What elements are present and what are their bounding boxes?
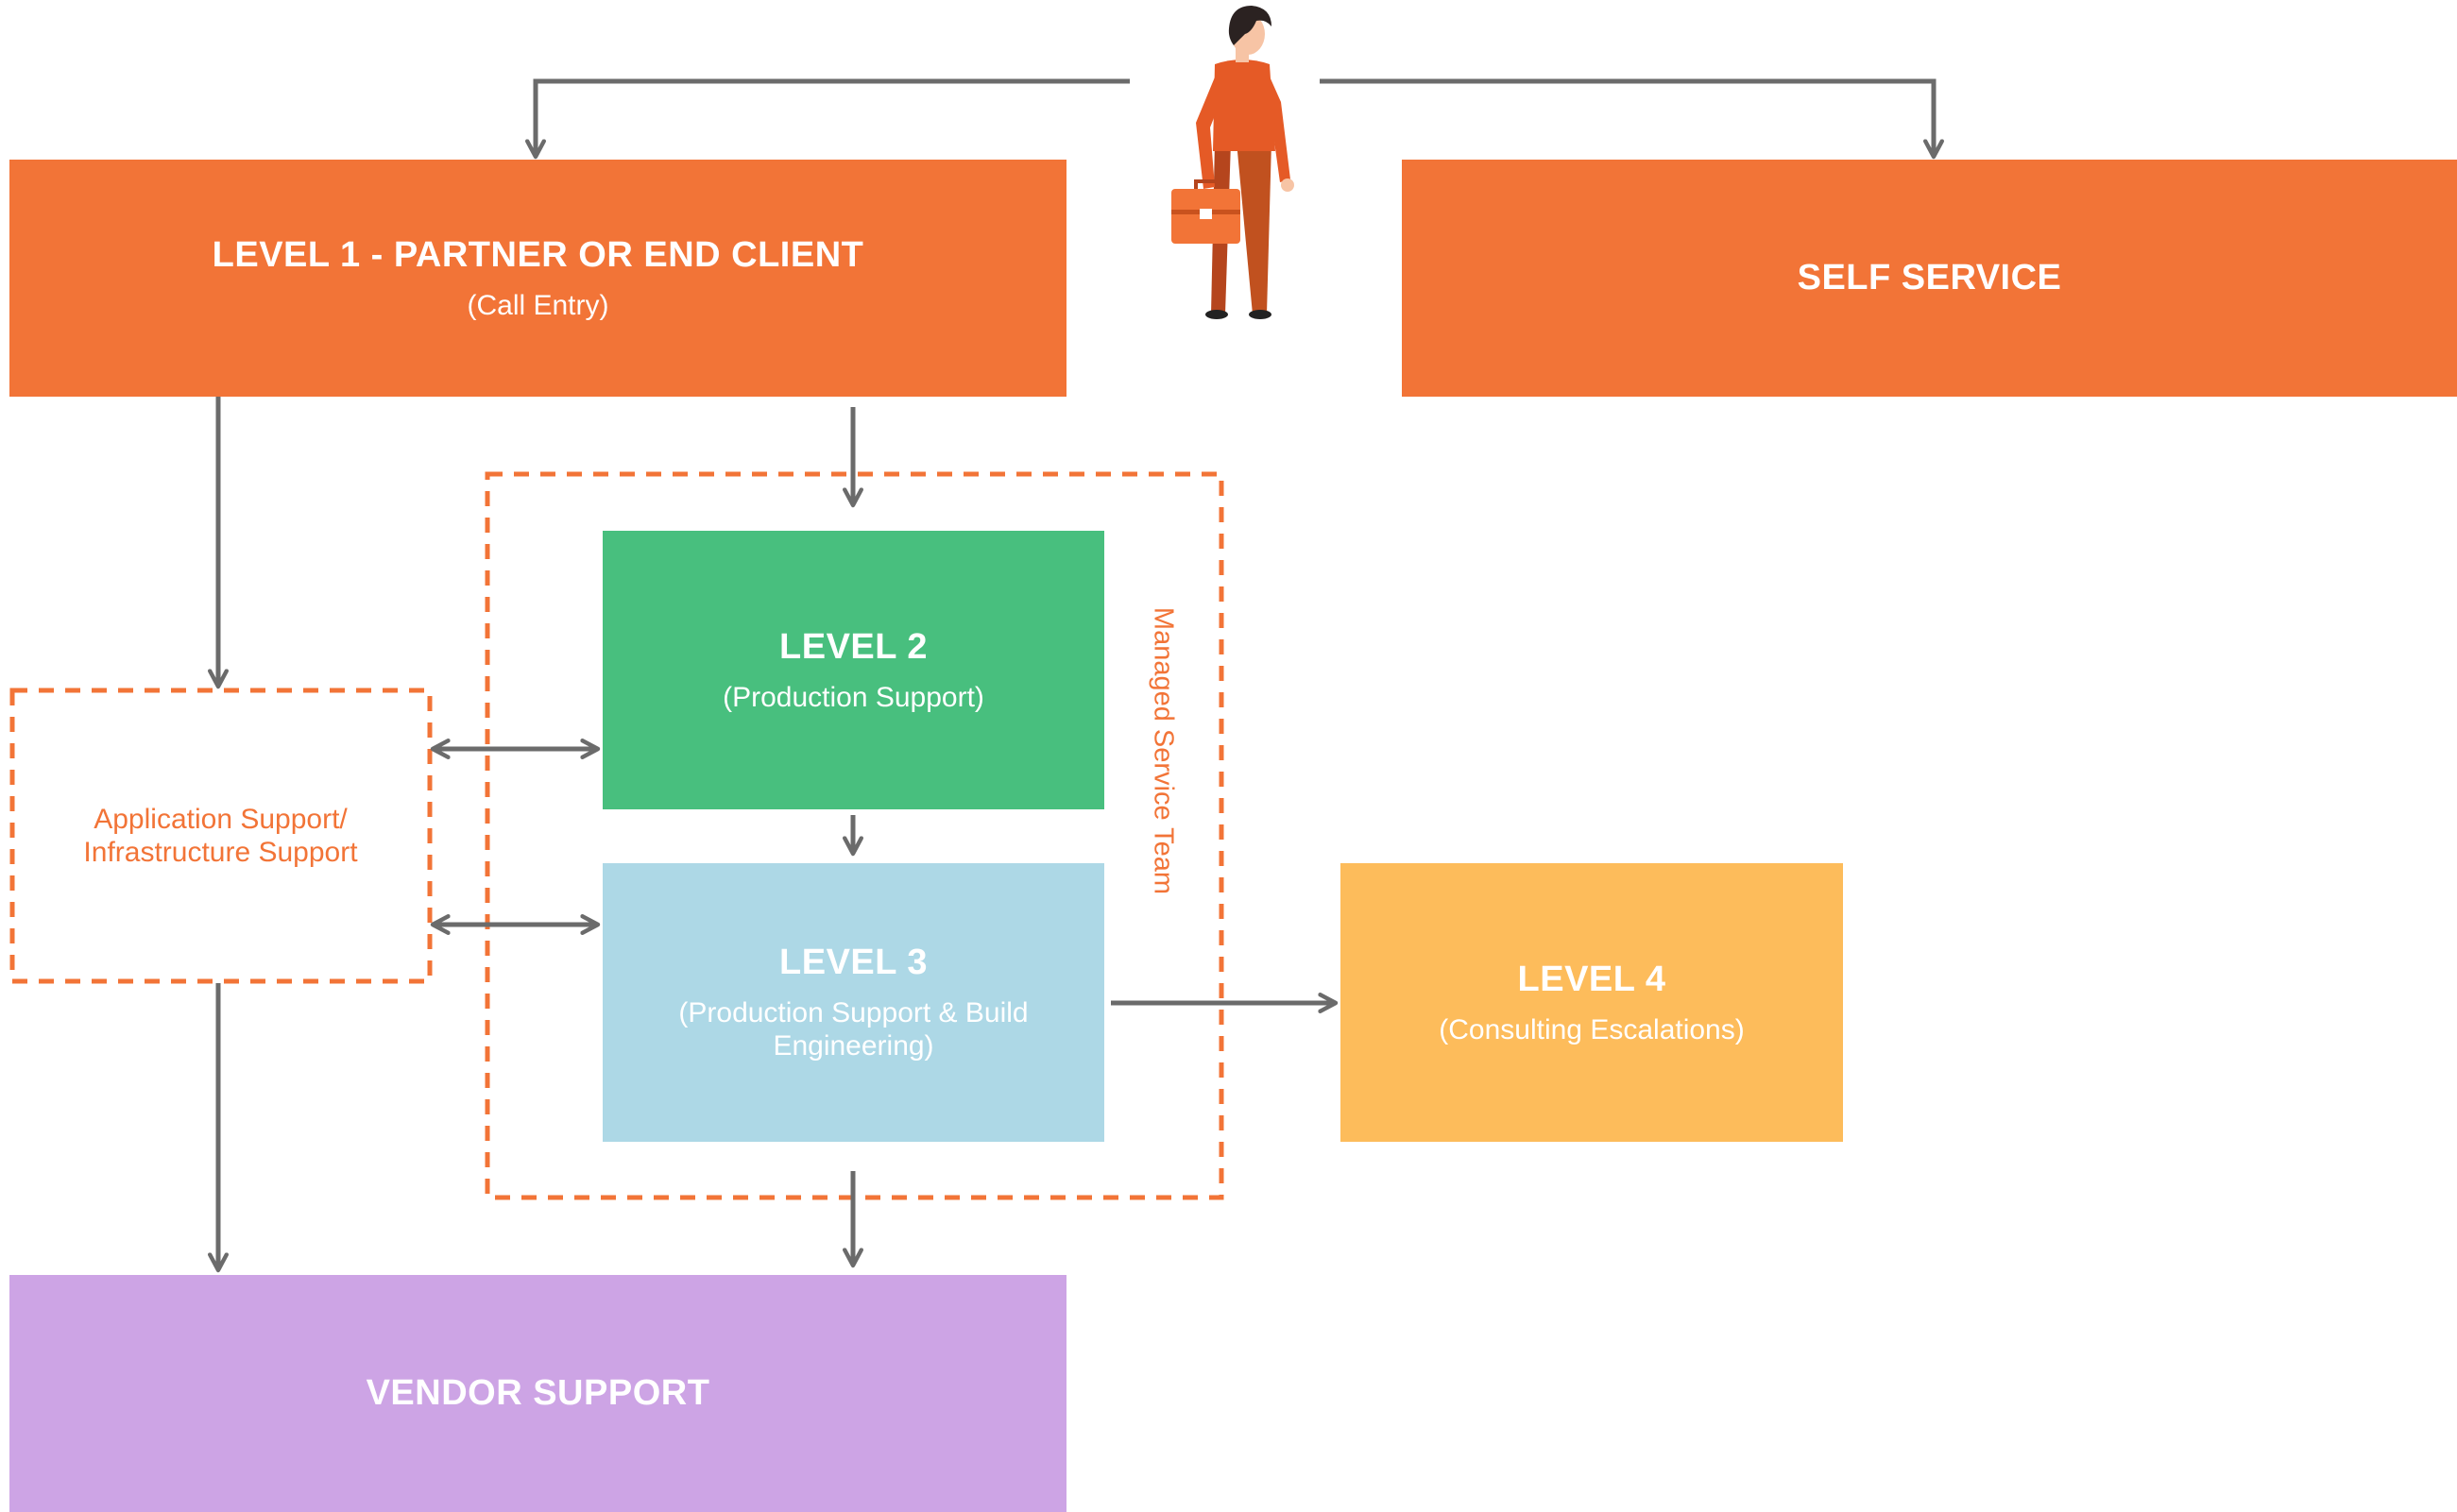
self-service-box: SELF SERVICE (1402, 160, 2457, 397)
level4-subtitle: (Consulting Escalations) (1439, 1013, 1745, 1045)
level1-subtitle: (Call Entry) (467, 289, 609, 321)
arrow-person-to-level1 (525, 78, 1130, 160)
vendor-support-box: VENDOR SUPPORT (9, 1275, 1066, 1512)
self-service-title: SELF SERVICE (1797, 258, 2062, 297)
level3-subtitle-line2: Engineering) (773, 1030, 934, 1062)
level4-title: LEVEL 4 (1517, 959, 1666, 999)
app-support-line2: Infrastructure Support (83, 837, 358, 868)
level4-box: LEVEL 4 (Consulting Escalations) (1340, 863, 1843, 1142)
level3-title: LEVEL 3 (779, 943, 928, 982)
managed-service-team-label: Managed Service Team (1148, 606, 1179, 895)
level2-title: LEVEL 2 (779, 626, 928, 667)
app-support-line1: Application Support/ (94, 804, 348, 835)
arrow-person-to-self-service (1320, 78, 1944, 160)
vendor-support-title: VENDOR SUPPORT (366, 1373, 710, 1413)
level1-box: LEVEL 1 - PARTNER OR END CLIENT (Call En… (9, 160, 1066, 397)
app-support-border (9, 688, 433, 984)
level3-subtitle: (Production Support & Build Engineering) (678, 996, 1028, 1062)
managed-service-team-group (485, 471, 1224, 1200)
app-support-box: Application Support/ Infrastructure Supp… (10, 690, 431, 981)
level2-box: LEVEL 2 (Production Support) (603, 531, 1104, 809)
person-with-briefcase-icon (1171, 6, 1294, 319)
level3-box: LEVEL 3 (Production Support & Build Engi… (603, 863, 1104, 1142)
level3-subtitle-line1: (Production Support & Build (678, 997, 1029, 1028)
level1-title: LEVEL 1 - PARTNER OR END CLIENT (212, 234, 864, 275)
level2-subtitle: (Production Support) (723, 681, 984, 713)
